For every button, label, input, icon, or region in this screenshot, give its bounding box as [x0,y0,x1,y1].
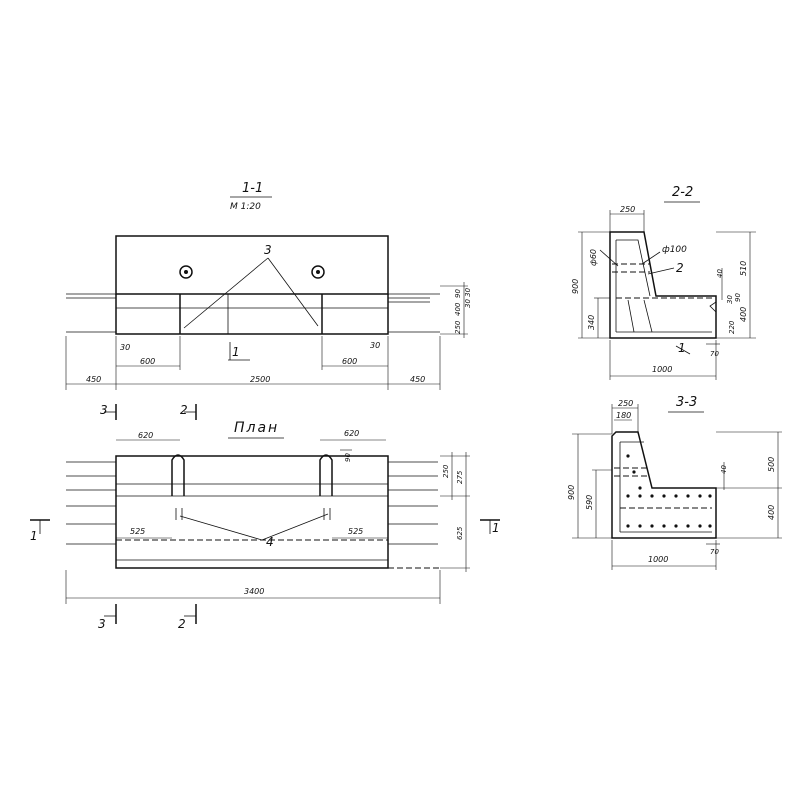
dim-2500: 2500 [250,375,270,384]
dim-600-left: 600 [140,357,155,366]
section-2-2-title: 2-2 [672,185,693,200]
plan-cut-1-left: 1 [30,529,38,543]
plan-cut-3-top: 3 [100,403,108,417]
plan-dim-525-right: 525 [348,527,363,536]
s22-dim-phi100: ф100 [662,245,687,255]
plan-view: План 3 2 [30,403,500,631]
dim-250: 250 [454,320,462,334]
plan-loop-left [171,454,185,496]
plan-outline [115,455,389,569]
s33-dim-180: 180 [616,411,631,420]
dim-450-left: 450 [86,375,101,384]
s33-dim-900: 900 [567,485,576,500]
plan-dim-525-left: 525 [130,527,145,536]
s22-dim-400: 400 [739,307,748,322]
dim-30-30: 30 30 [464,287,472,308]
plan-dim-625: 625 [456,526,464,540]
section-1-1-callout-3: 3 [264,243,272,257]
s33-dim-1000: 1000 [648,555,668,564]
s22-dim-1000: 1000 [652,365,672,374]
plan-dim-250: 250 [442,464,450,478]
dim-30-right: 30 [370,341,380,350]
lifting-loop-right [311,265,325,279]
section-3-3: 3-3 [567,395,782,570]
s22-dim-30: 30 [726,295,734,304]
s33-dim-40: 40 [720,465,728,474]
dim-600-right: 600 [342,357,357,366]
s22-dim-90: 90 [734,293,742,302]
s22-callout-1: 1 [678,341,686,355]
dim-90: 90 [454,289,462,298]
section-1-1: 1-1 М 1:20 3 1 [65,181,472,390]
s22-dim-340: 340 [587,315,596,330]
section-3-3-profile [611,431,717,539]
s22-callout-2: 2 [676,261,684,275]
section-1-1-scale: М 1:20 [230,202,261,212]
section-3-3-title: 3-3 [676,395,697,410]
s22-dim-250: 250 [620,205,635,214]
s22-dim-phi60: ф60 [589,249,598,266]
plan-cut-3-bottom: 3 [98,617,106,631]
plan-title: План [234,420,279,436]
s33-rebar-dots [626,454,712,528]
plan-loop-right [319,454,333,496]
lifting-loop-left [179,265,193,279]
dim-30-left: 30 [120,343,130,352]
plan-callout-4: 4 [266,535,274,549]
section-2-2: 2-2 250 900 340 ф60 ф100 2 [571,185,756,380]
plan-dim-275: 275 [456,470,464,484]
s22-dim-900: 900 [571,279,580,294]
body-elevation [115,294,389,335]
s22-dim-40: 40 [716,269,724,278]
s22-dim-220: 220 [728,320,736,334]
section-1-1-callout-1: 1 [232,345,240,359]
wall-elevation [115,235,389,295]
plan-dim-620-right: 620 [344,429,359,438]
section-1-1-title: 1-1 [242,181,263,196]
s33-dim-590: 590 [585,495,594,510]
s33-dim-500: 500 [767,457,776,472]
s22-dim-510: 510 [739,261,748,276]
plan-cut-2-bottom: 2 [178,617,186,631]
dim-400: 400 [454,302,462,316]
plan-cut-1-right: 1 [492,521,500,535]
dim-450-right: 450 [410,375,425,384]
s33-dim-400: 400 [767,505,776,520]
s22-dim-70: 70 [710,350,719,358]
plan-dim-620-left: 620 [138,431,153,440]
plan-cut-2-top: 2 [180,403,188,417]
plan-dim-3400: 3400 [244,587,264,596]
s33-dim-70: 70 [710,548,719,556]
plan-dim-90: 90 [344,453,352,462]
s33-dim-250: 250 [618,399,633,408]
